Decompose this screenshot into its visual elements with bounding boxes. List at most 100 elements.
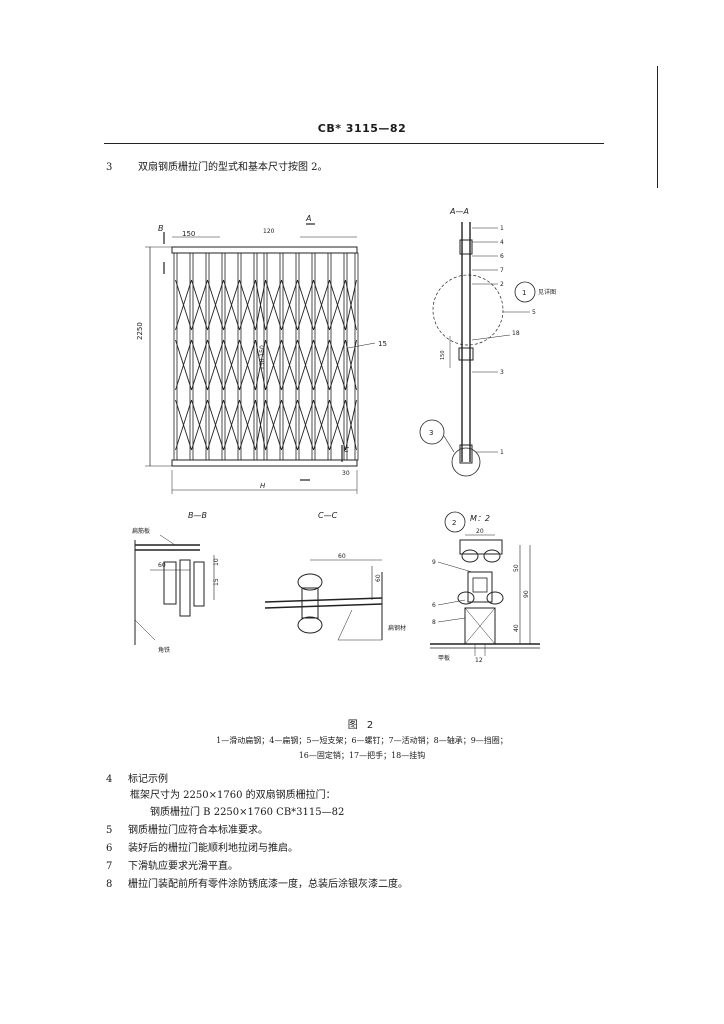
- section-cc-label: C—C: [318, 511, 338, 520]
- page-edge-line: [657, 66, 658, 188]
- cc-label: 扁钢材: [388, 624, 406, 632]
- lattice-link: [255, 399, 266, 451]
- lattice-link: [207, 279, 224, 331]
- bb-dim-15: 15: [213, 578, 220, 586]
- detail-scale-label: M：2: [470, 514, 490, 523]
- lattice-link: [207, 339, 224, 391]
- top-rail: [171, 246, 358, 254]
- aa-part-7: 7: [500, 267, 504, 274]
- aa-dim-150: 150: [440, 350, 446, 360]
- cc-dim-60b: 60: [375, 574, 382, 582]
- lattice-link: [239, 279, 256, 331]
- figure-caption: 图 2: [347, 720, 377, 731]
- detail-part-9: 9: [432, 559, 436, 566]
- vertical-bar: [354, 252, 359, 461]
- aa-part-1: 1: [500, 225, 504, 232]
- lattice-link: [265, 279, 282, 331]
- lattice-link: [255, 279, 266, 331]
- vertical-bar: [205, 252, 210, 461]
- marking-line-1: 框架尺寸为 2250×1760 的双扇钢质栅拉门：: [130, 790, 336, 801]
- dim-pitch: 120: [263, 228, 275, 235]
- lattice-link: [329, 399, 346, 451]
- section-number: 5: [106, 825, 113, 836]
- section-cc-view: [264, 559, 383, 641]
- vertical-bar: [343, 252, 348, 461]
- lattice-link: [175, 279, 192, 331]
- standard-code-header: CB* 3115—82: [317, 122, 407, 135]
- technical-drawing: 2250 150 120 150 150 30 B A C H 15 A—A 1…: [132, 207, 556, 664]
- aa-part-4: 4: [500, 239, 504, 246]
- vertical-bar: [295, 252, 300, 461]
- aa-part-6: 6: [500, 253, 504, 260]
- legend-line-2: 16—固定销；17—把手；18—挂钩: [298, 751, 426, 760]
- lattice-link: [223, 339, 240, 391]
- vertical-bar: [311, 252, 316, 461]
- bb-dim-10: 10: [213, 558, 220, 566]
- lattice-link: [191, 339, 208, 391]
- vertical-bar: [237, 252, 242, 461]
- lattice-link: [175, 399, 192, 451]
- section-bb-label: B—B: [188, 511, 207, 520]
- lattice-link: [297, 399, 314, 451]
- lattice-link: [281, 399, 298, 451]
- detail-circle-2: 2: [452, 519, 456, 527]
- aa-circle-1: 1: [522, 289, 526, 297]
- section-text: 装好后的栅拉门能顺利地拉闭与推启。: [128, 843, 298, 854]
- section-number: 7: [106, 861, 113, 872]
- lattice-link: [329, 279, 346, 331]
- section-text: 栅拉门装配前所有零件涂防锈底漆一度，总装后涂银灰漆二度。: [128, 879, 408, 890]
- section-text: 双扇钢质栅拉门的型式和基本尺寸按图 2。: [138, 162, 328, 173]
- lattice-link: [313, 339, 330, 391]
- aa-part-18: 18: [512, 330, 520, 337]
- detail-bottom-label: 甲板: [438, 654, 450, 662]
- dim-mid: 150 150: [259, 345, 266, 370]
- label-a: A: [305, 214, 311, 223]
- aa-part-3: 3: [500, 369, 504, 376]
- aa-part-1b: 1: [500, 449, 504, 456]
- section-text: 下滑轨应要求光滑平直。: [128, 861, 238, 872]
- marking-example: 钢质栅拉门 B 2250×1760 CB*3115—82: [150, 807, 345, 818]
- lattice-link: [265, 399, 282, 451]
- section-aa-label: A—A: [449, 207, 469, 216]
- detail-dim-90: 90: [523, 590, 530, 598]
- lattice-link: [281, 279, 298, 331]
- lattice-link: [297, 339, 314, 391]
- lattice-link: [345, 399, 357, 451]
- lattice-link: [207, 399, 224, 451]
- vertical-bar: [263, 252, 268, 461]
- lattice-link: [191, 399, 208, 451]
- dim-height: 2250: [136, 322, 144, 340]
- label-c: C: [344, 446, 349, 454]
- aa-circle-3: 3: [429, 429, 433, 437]
- lattice-link: [223, 279, 240, 331]
- section-bb-view: [134, 534, 215, 645]
- section-text: 钢质栅拉门应符合本标准要求。: [128, 825, 268, 836]
- aa-note: 见详图: [538, 288, 556, 296]
- vertical-bar: [189, 252, 194, 461]
- bb-label: 扁筋板: [132, 527, 150, 535]
- part-15: 15: [378, 340, 387, 348]
- bottom-rail: [171, 459, 358, 467]
- aa-part-5: 5: [532, 309, 536, 316]
- dim-bottom: 30: [342, 470, 350, 477]
- cc-dim-60a: 60: [338, 553, 346, 560]
- dim-top: 150: [182, 230, 195, 238]
- section-number: 4: [106, 774, 113, 785]
- main-elevation-view: [145, 223, 376, 494]
- detail-part-6: 6: [432, 602, 436, 609]
- lattice-link: [345, 279, 357, 331]
- lattice-link: [297, 279, 314, 331]
- lattice-link: [345, 339, 357, 391]
- section-aa-view: [419, 222, 536, 477]
- legend-line-1: 1—滑动扁钢；4—扁钢；5—短支架；6—螺钉；7—活动销；8—轴承；9—挡圈；: [216, 736, 508, 745]
- figure-2-drawing: 2250 150 120 150 150 30 B A C H 15 A—A 1…: [120, 200, 660, 700]
- bb-bottom-label: 角铁: [158, 646, 170, 654]
- lattice-link: [265, 339, 282, 391]
- lattice-link: [239, 399, 256, 451]
- vertical-bar: [327, 252, 332, 461]
- vertical-bar: [253, 252, 258, 461]
- header-rule: [104, 143, 604, 144]
